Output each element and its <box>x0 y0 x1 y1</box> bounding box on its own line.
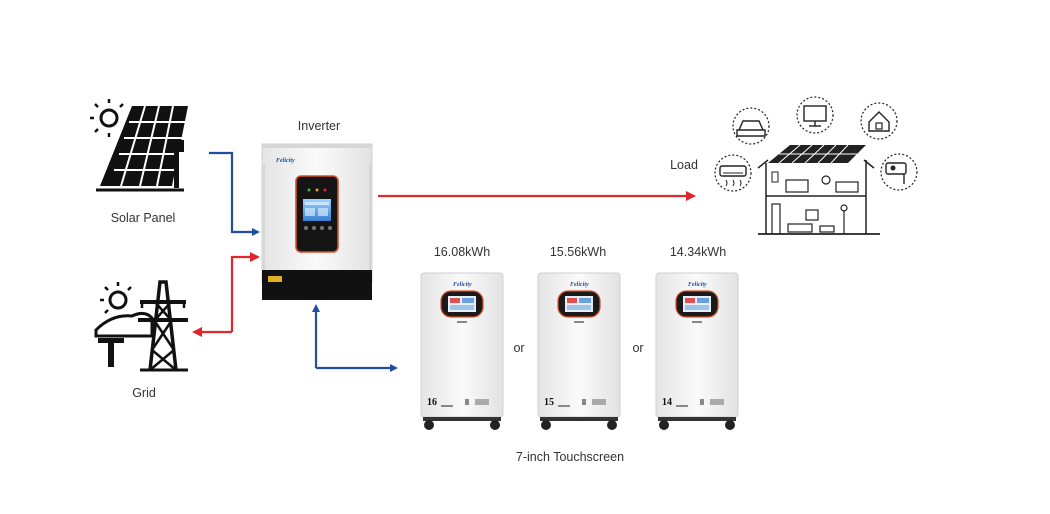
battery-2-capacity: 15.56kWh <box>550 245 606 259</box>
battery-brand-logo: Felicity <box>453 282 472 288</box>
battery-brand-logo: Felicity <box>570 282 589 288</box>
battery-3-capacity: 14.34kWh <box>670 245 726 259</box>
touchscreen-label: 7-inch Touchscreen <box>516 450 624 464</box>
battery-group: Felicity 16 Felicity 15 Felicity 14 <box>420 272 739 430</box>
battery-unit-2: Felicity 15 <box>537 272 621 430</box>
solar-panel-icon <box>90 99 188 192</box>
battery-unit-1: Felicity 16 <box>420 272 504 430</box>
grid-to-inverter-arrow <box>230 252 260 332</box>
or-separator-2: or <box>632 341 643 355</box>
security-camera-icon <box>885 162 907 184</box>
solar-panel-label: Solar Panel <box>111 211 176 225</box>
battery-capacity-badge: 15 <box>544 397 554 408</box>
battery-wheel <box>541 420 551 430</box>
air-conditioner-icon <box>719 165 747 187</box>
monitor-icon <box>803 105 827 127</box>
grid-tower-icon <box>94 280 188 372</box>
battery-wheel <box>490 420 500 430</box>
battery-capacity-badge: 14 <box>662 397 672 408</box>
or-separator-1: or <box>513 341 524 355</box>
battery-wheel <box>725 420 735 430</box>
warning-label-icon <box>268 276 282 282</box>
battery-1-capacity: 16.08kWh <box>434 245 490 259</box>
load-label: Load <box>670 158 698 172</box>
battery-capacity-badge: 16 <box>427 397 437 408</box>
smart-home-icon <box>868 111 890 132</box>
battery-wheel <box>659 420 669 430</box>
car-icon <box>736 120 766 137</box>
inverter-label: Inverter <box>298 119 340 133</box>
battery-wheel <box>607 420 617 430</box>
battery-unit-3: Felicity 14 <box>655 272 739 430</box>
grid-label: Grid <box>132 386 156 400</box>
battery-brand-logo: Felicity <box>688 282 707 288</box>
battery-wheel <box>424 420 434 430</box>
solar-to-inverter-arrow <box>209 151 260 236</box>
house-load-icon <box>714 96 918 235</box>
inverter-unit: Felicity <box>261 143 373 300</box>
inverter-brand-logo: Felicity <box>276 158 295 164</box>
